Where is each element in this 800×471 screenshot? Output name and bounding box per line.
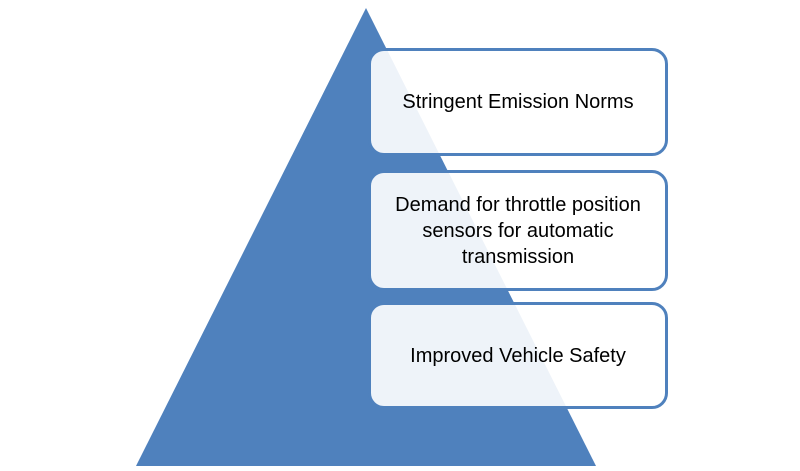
pyramid-item-label: Stringent Emission Norms [402, 91, 634, 113]
pyramid-item-top: Stringent Emission Norms [368, 48, 668, 156]
pyramid-item-bottom: Improved Vehicle Safety [368, 302, 668, 409]
pyramid-item-middle: Demand for throttle position sensors for… [368, 170, 668, 291]
pyramid-item-label: Demand for throttle position sensors for… [395, 193, 641, 268]
pyramid-item-label: Improved Vehicle Safety [410, 344, 626, 367]
